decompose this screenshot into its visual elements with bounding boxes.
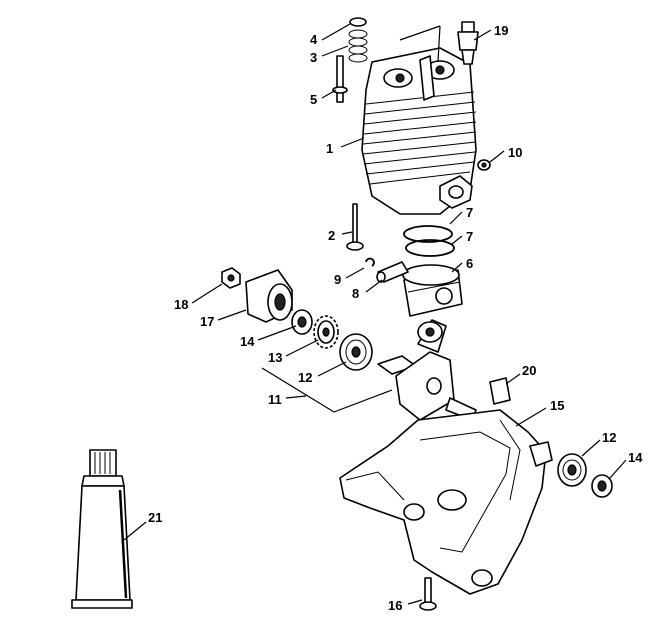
callout-10: 10 xyxy=(508,145,522,160)
piston-pin-clip-part xyxy=(365,257,375,267)
callout-7a: 7 xyxy=(466,205,473,220)
oil-seal-right-part xyxy=(591,474,613,498)
callout-8: 8 xyxy=(352,286,359,301)
callout-14-right: 14 xyxy=(628,450,643,465)
callout-4: 4 xyxy=(310,32,318,47)
cylinder-part xyxy=(361,47,477,215)
grease-tube-part xyxy=(71,449,133,609)
gear-part xyxy=(313,315,339,349)
callout-11: 11 xyxy=(268,392,282,407)
callout-1: 1 xyxy=(326,141,333,156)
sleeve-part xyxy=(489,377,511,405)
nut-part xyxy=(221,267,241,289)
piston-pin-part xyxy=(376,261,409,283)
valve-part xyxy=(346,203,364,251)
callout-21: 21 xyxy=(148,510,162,525)
callout-6: 6 xyxy=(466,256,473,271)
ball-bearing-right-part xyxy=(557,453,587,487)
callout-13: 13 xyxy=(268,350,282,365)
callout-3: 3 xyxy=(310,50,317,65)
piston-rings-part xyxy=(403,225,455,257)
callout-17: 17 xyxy=(200,314,214,329)
callout-12-right: 12 xyxy=(602,430,616,445)
callout-12: 12 xyxy=(298,370,312,385)
callout-14: 14 xyxy=(240,334,255,349)
washer-part xyxy=(477,159,491,171)
leader-lines xyxy=(123,23,627,605)
stud-part xyxy=(332,55,348,103)
callout-15: 15 xyxy=(550,398,564,413)
flywheel-part xyxy=(245,269,293,323)
oil-seal-part xyxy=(291,309,313,335)
callout-19: 19 xyxy=(494,23,508,38)
ball-bearing-part xyxy=(339,333,373,371)
callout-2: 2 xyxy=(328,228,335,243)
piston-part xyxy=(402,264,463,317)
callout-9: 9 xyxy=(334,272,341,287)
callout-5: 5 xyxy=(310,92,317,107)
callout-18: 18 xyxy=(174,297,188,312)
screw-part xyxy=(419,577,437,611)
callout-16: 16 xyxy=(388,598,402,613)
callout-20: 20 xyxy=(522,363,536,378)
crankcase-part xyxy=(339,409,553,595)
callout-labels: 4 3 5 19 1 10 7 2 7 6 9 8 18 17 14 13 12… xyxy=(148,23,643,613)
crankshaft-part xyxy=(377,319,477,421)
callout-7b: 7 xyxy=(466,229,473,244)
spark-plug-part xyxy=(457,21,479,65)
valve-spring-part xyxy=(348,17,368,63)
